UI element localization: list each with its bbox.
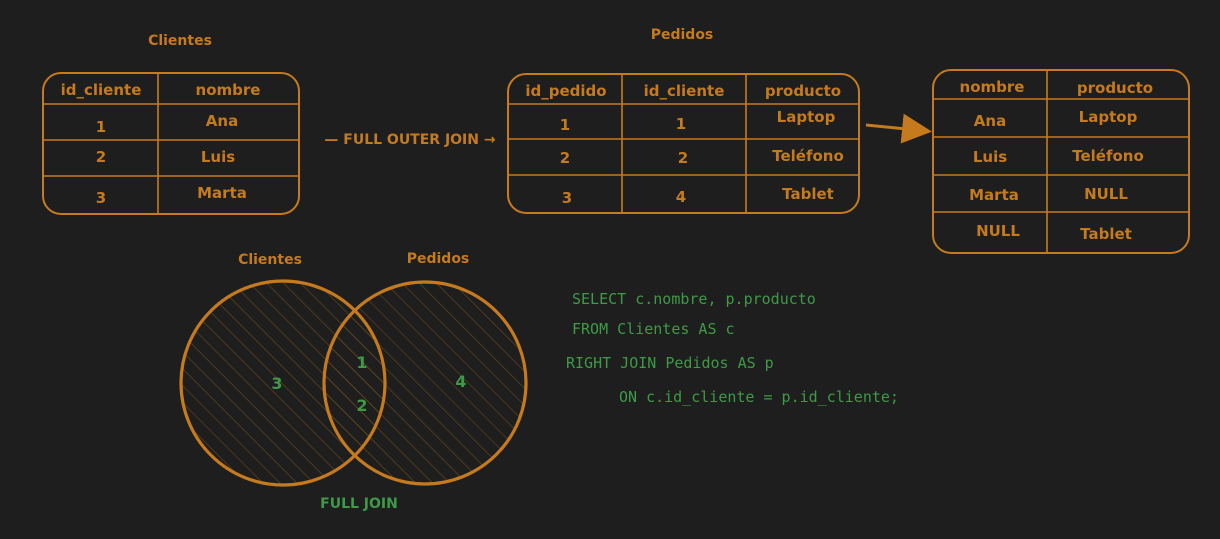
clientes-cell: 1 [96,118,106,136]
venn-left-label: Clientes [238,252,302,268]
sql-line-2: FROM Clientes AS c [572,320,735,338]
result-cell: Tablet [1080,225,1132,243]
join-label: — FULL OUTER JOIN → [324,132,495,148]
venn-diagram: Clientes Pedidos 3 1 2 4 FULL JOIN [179,251,528,512]
result-header-producto: producto [1077,79,1153,97]
venn-left-circle [179,279,387,487]
venn-caption: FULL JOIN [320,496,398,512]
pedidos-cell: Teléfono [772,147,844,165]
pedidos-cell: Laptop [777,108,836,126]
pedidos-header-id-pedido: id_pedido [525,82,606,100]
clientes-header-id-cliente: id_cliente [61,81,142,99]
result-cell: Ana [974,112,1006,130]
result-cell: Laptop [1079,108,1138,126]
pedidos-table-title: Pedidos [651,27,714,43]
venn-right-circle [322,280,528,486]
venn-left-only: 3 [271,374,282,393]
clientes-cell: 2 [96,148,106,166]
clientes-cell: Marta [197,184,247,202]
venn-left-fill [181,281,385,485]
sql-line-1: SELECT c.nombre, p.producto [572,290,816,308]
result-table: nombre producto Ana Laptop Luis Teléfono… [932,69,1190,254]
pedidos-header-id-cliente: id_cliente [644,82,725,100]
pedidos-cell: Tablet [782,185,834,203]
result-cell: NULL [1084,185,1128,203]
result-cell: NULL [976,222,1020,240]
clientes-header-nombre: nombre [196,81,261,99]
pedidos-cell: 4 [676,188,686,206]
clientes-table: Clientes id_cliente nombre 1 Ana 2 Luis … [42,33,300,215]
venn-overlap-top: 1 [356,353,367,372]
sql-code: SELECT c.nombre, p.producto FROM Cliente… [566,290,899,406]
clientes-table-title: Clientes [148,33,212,49]
clientes-cell: 3 [96,189,106,207]
clientes-cell: Luis [201,148,235,166]
clientes-cell: Ana [206,112,238,130]
result-header-nombre: nombre [960,78,1025,96]
venn-right-only: 4 [455,372,466,391]
pedidos-cell: 1 [676,115,686,133]
pedidos-cell: 2 [560,149,570,167]
pedidos-cell: 3 [562,189,572,207]
venn-overlap-bottom: 2 [356,396,367,415]
pedidos-cell: 2 [678,149,688,167]
sql-line-3: RIGHT JOIN Pedidos AS p [566,354,774,372]
pedidos-header-producto: producto [765,82,841,100]
venn-right-fill [324,282,526,484]
pedidos-cell: 1 [560,116,570,134]
sql-line-4: ON c.id_cliente = p.id_cliente; [619,388,899,406]
result-cell: Marta [969,186,1019,204]
result-cell: Teléfono [1072,147,1144,165]
result-arrow [865,113,932,144]
result-cell: Luis [973,148,1007,166]
venn-right-label: Pedidos [407,251,470,267]
pedidos-table: Pedidos id_pedido id_cliente producto 1 … [507,27,860,214]
